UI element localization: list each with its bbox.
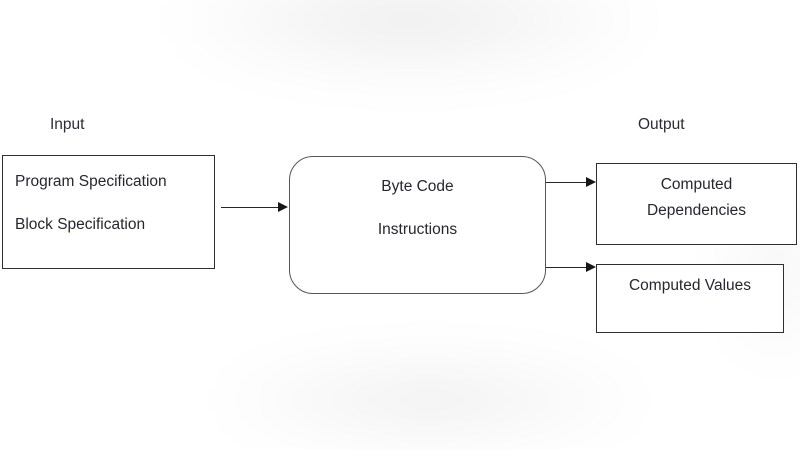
computed-values-box: Computed Values <box>596 264 784 333</box>
arrow-input-to-process-line <box>221 207 279 208</box>
arrow-input-to-process-head <box>278 202 288 212</box>
computed-dependencies-box: Computed Dependencies <box>596 163 797 245</box>
input-specification-box: Program Specification Block Specificatio… <box>2 155 215 269</box>
dependencies-box-line-2: Dependencies <box>646 202 747 219</box>
background-gradient-top <box>60 0 760 110</box>
process-box-line-1: Byte Code <box>381 178 454 195</box>
input-box-line-2: Block Specification <box>15 216 146 233</box>
process-box-line-2: Instructions <box>377 221 458 238</box>
arrow-process-to-values-line <box>546 267 587 268</box>
values-box-line-1: Computed Values <box>628 277 752 294</box>
input-section-label: Input <box>50 116 85 133</box>
arrow-process-to-dependencies-line <box>546 182 587 183</box>
dependencies-box-line-1: Computed <box>660 176 733 193</box>
background-gradient-bottom <box>110 330 750 450</box>
output-section-label: Output <box>638 116 685 133</box>
input-box-line-1: Program Specification <box>15 173 167 190</box>
arrow-process-to-dependencies-head <box>586 177 596 187</box>
byte-code-instructions-box: Byte Code Instructions <box>289 156 546 294</box>
arrow-process-to-values-head <box>586 262 596 272</box>
